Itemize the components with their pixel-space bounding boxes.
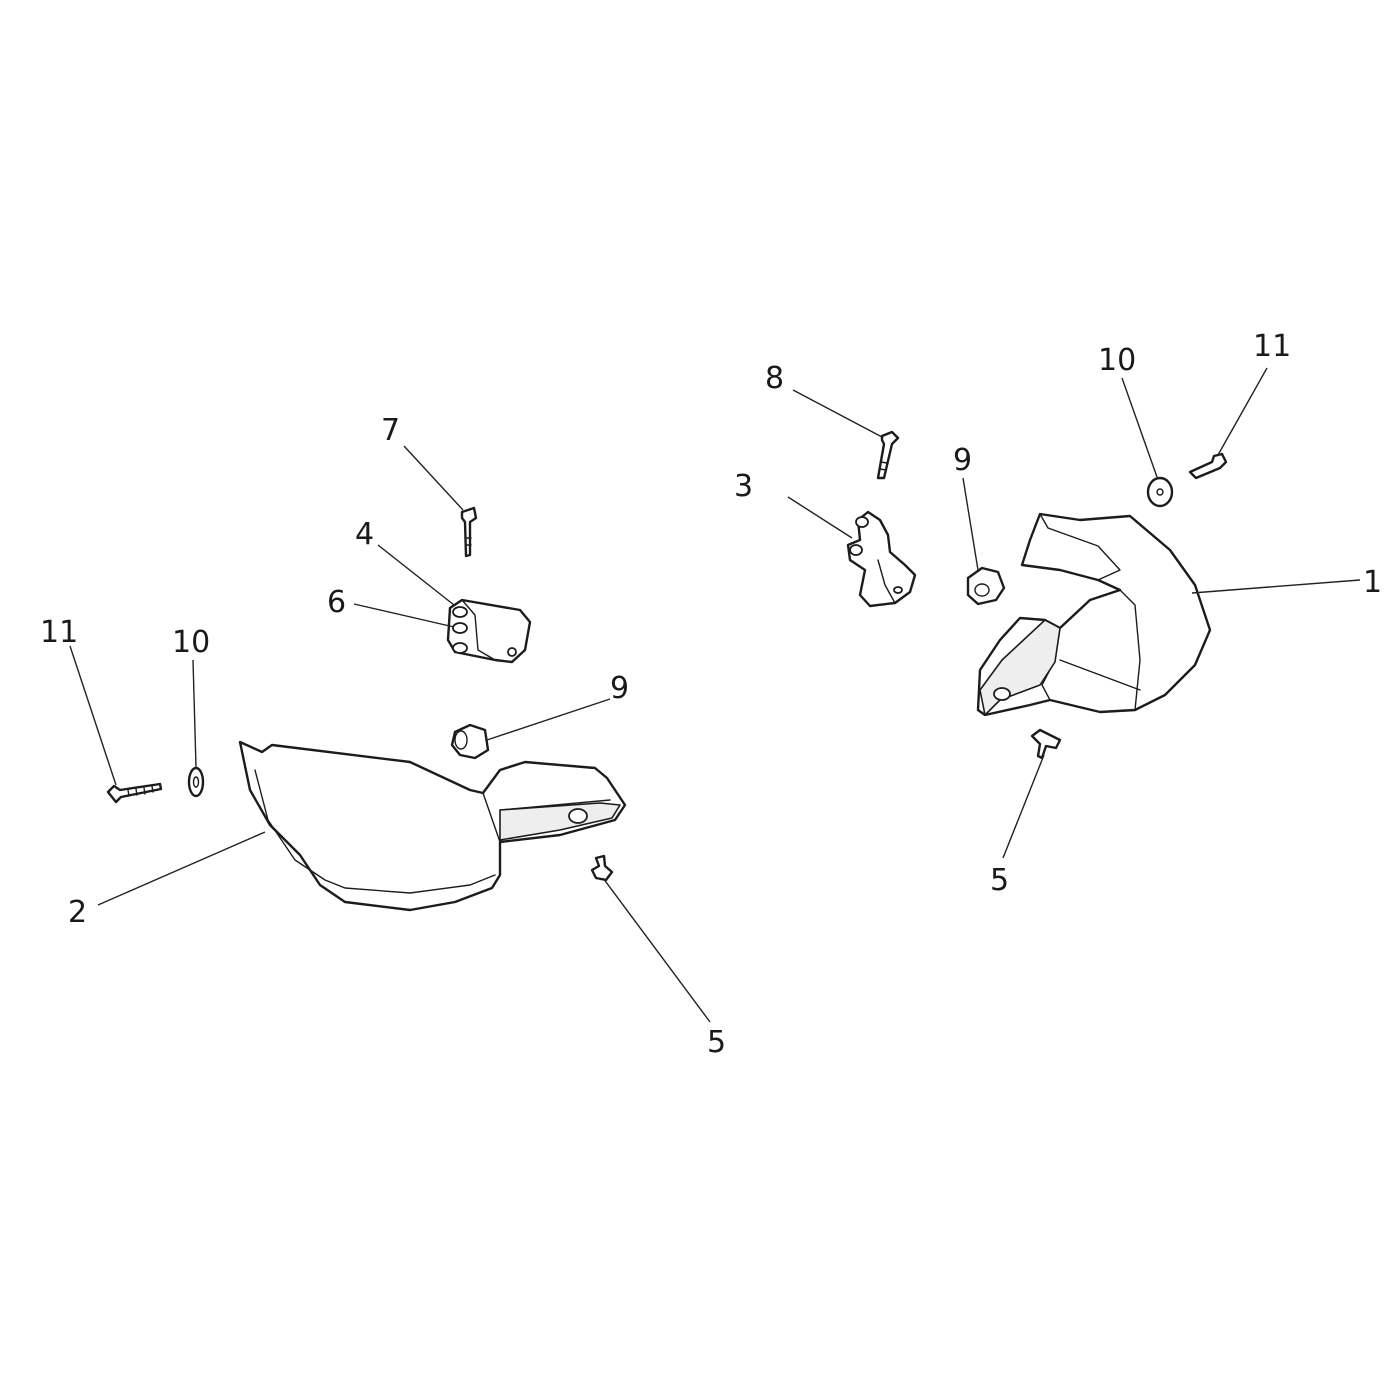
leader-5b <box>1002 754 1045 859</box>
callout-7: 7 <box>381 413 400 448</box>
leader-5a <box>602 877 711 1023</box>
right-damper-9 <box>966 566 1006 606</box>
callout-5b: 5 <box>990 863 1009 898</box>
callout-9a: 9 <box>610 671 629 706</box>
left-damper-9 <box>450 723 490 760</box>
callout-5a: 5 <box>707 1025 726 1060</box>
leader-4 <box>377 544 455 606</box>
callout-labels: 1 2 3 4 5 5 6 7 8 9 9 10 10 11 11 <box>40 329 1382 1060</box>
leader-10a <box>192 659 197 768</box>
right-clamp <box>846 510 917 608</box>
right-screw-11 <box>1188 452 1228 480</box>
leader-lines <box>69 367 1361 1023</box>
left-washer-10 <box>187 766 205 798</box>
left-bolt-7 <box>460 506 478 558</box>
right-rivet-5 <box>1030 728 1062 760</box>
callout-11b: 11 <box>1253 329 1291 364</box>
callout-9b: 9 <box>953 443 972 478</box>
right-bolt-8 <box>876 430 900 480</box>
callout-1: 1 <box>1363 565 1382 600</box>
leader-10b <box>1121 377 1158 478</box>
leader-3 <box>787 496 853 539</box>
callout-8: 8 <box>765 361 784 396</box>
leader-7 <box>403 445 464 511</box>
leader-8 <box>792 389 883 438</box>
leader-6 <box>353 603 455 628</box>
leader-9a <box>486 698 611 741</box>
leader-11a <box>69 645 117 786</box>
right-hand-guard <box>976 512 1212 717</box>
callout-10b: 10 <box>1098 343 1136 378</box>
callout-2: 2 <box>68 895 87 930</box>
callout-10a: 10 <box>172 625 210 660</box>
left-clamp <box>446 598 532 664</box>
left-hand-guard <box>238 740 627 912</box>
leader-9b <box>962 477 979 571</box>
callout-11a: 11 <box>40 615 78 650</box>
callout-4: 4 <box>355 517 374 552</box>
left-screw-11 <box>106 782 163 804</box>
callout-3: 3 <box>734 469 753 504</box>
left-rivet-5 <box>590 854 614 882</box>
leader-1 <box>1191 579 1361 594</box>
right-washer-10 <box>1146 476 1174 508</box>
leader-2 <box>97 831 266 906</box>
leader-11b <box>1217 367 1268 456</box>
callout-6: 6 <box>327 585 346 620</box>
